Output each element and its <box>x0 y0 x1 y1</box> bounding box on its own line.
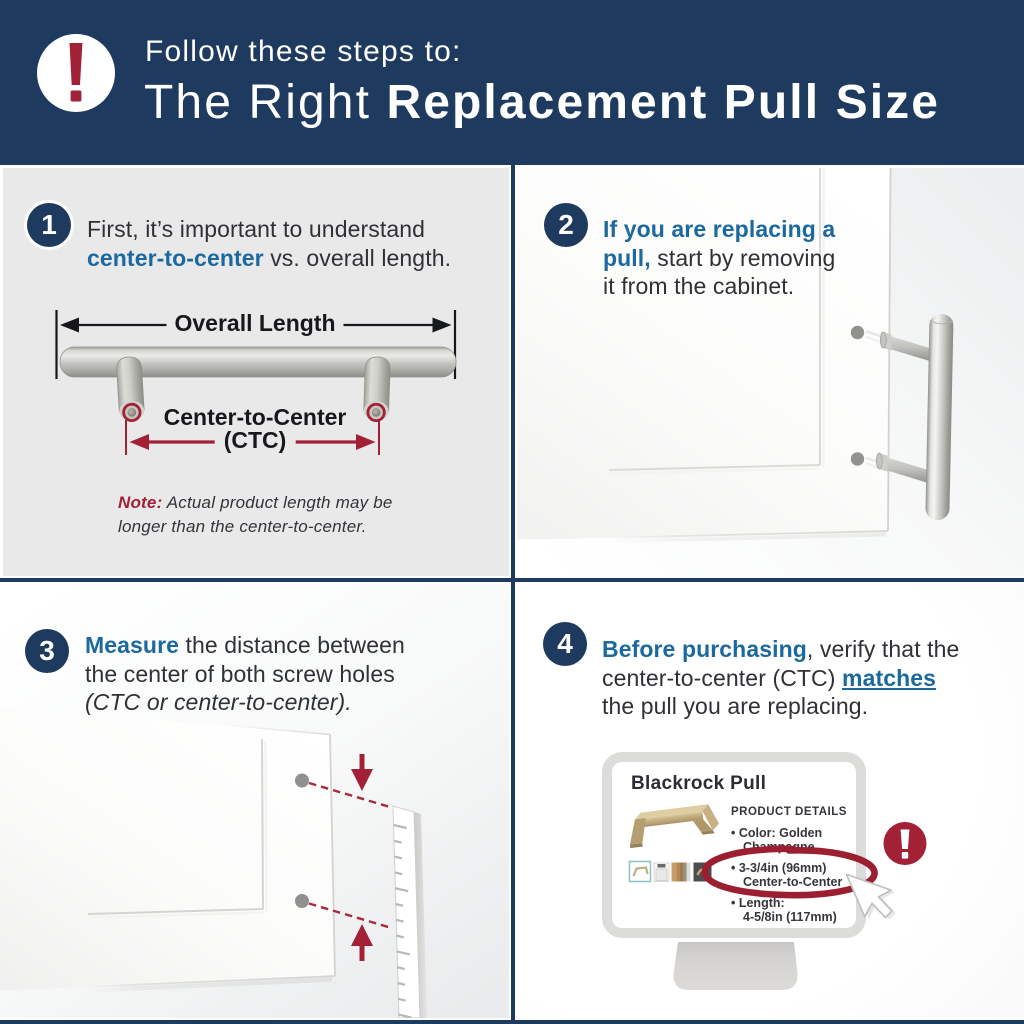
step-3-number: 3 <box>25 629 69 673</box>
header-kicker: Follow these steps to: <box>145 35 462 68</box>
ruler <box>392 805 427 1018</box>
vertical-divider <box>511 165 515 1024</box>
header-banner: Follow these steps to: The Right Replace… <box>0 0 1024 165</box>
step-4-number: 4 <box>543 622 587 666</box>
measurement-arrows <box>351 754 373 961</box>
screw-holes <box>850 325 865 466</box>
alert-badge <box>37 34 115 112</box>
monitor-stand <box>673 942 798 990</box>
panel4-overlay <box>701 822 927 920</box>
screw-holes <box>295 773 309 908</box>
step-2-text: If you are replacing a pull, start by re… <box>603 216 836 299</box>
measure-holes-illustration <box>0 584 509 1018</box>
step-4-text: Before purchasing, verify that the cente… <box>602 636 960 719</box>
monitor-screen <box>612 762 856 928</box>
cabinet-door <box>0 706 336 993</box>
golden-pull-image <box>629 804 720 849</box>
mouse-cursor-icon <box>845 873 896 920</box>
measurement-dashed-lines <box>308 781 391 929</box>
note-text: Note: Actual product length may be longe… <box>118 493 393 536</box>
step-2-number: 2 <box>544 203 588 247</box>
product-details-header: PRODUCT DETAILS <box>731 806 847 818</box>
step-3-text: Measure the distance between the center … <box>85 632 405 715</box>
bar-pull-graphic <box>59 346 457 423</box>
horizontal-divider <box>0 578 1024 582</box>
step-1-number: 1 <box>27 203 71 247</box>
cabinet-door-removal-illustration <box>517 168 1024 576</box>
left-post <box>116 356 145 422</box>
bar-pull-removed <box>875 313 954 520</box>
step-1-text: First, it’s important to understand cent… <box>87 216 452 271</box>
bullet-length: • Length: 4-5/8in (117mm) <box>731 896 837 924</box>
bottom-border <box>0 1020 1024 1024</box>
title-bold: Replacement Pull Size <box>386 76 941 129</box>
title-light: The Right <box>144 76 387 129</box>
overall-length-label: Overall Length <box>166 310 344 337</box>
product-details-list: • Color: Golden Champagne • 3-3/4in (96m… <box>731 826 843 933</box>
page-title: The Right Replacement Pull Size <box>144 75 940 130</box>
ctc-abbr-label: (CTC) <box>214 427 296 454</box>
product-title: Blackrock Pull <box>631 773 767 794</box>
right-post <box>363 356 391 423</box>
cabinet-door <box>517 168 892 544</box>
alert-circle-icon <box>883 822 927 865</box>
exclamation-icon <box>69 43 83 102</box>
ctc-label: Center-to-Center <box>163 404 347 430</box>
bullet-ctc: • 3-3/4in (96mm) Center-to-Center <box>731 861 843 889</box>
monitor-illustration <box>602 752 866 990</box>
red-circle-annotation <box>701 845 878 899</box>
